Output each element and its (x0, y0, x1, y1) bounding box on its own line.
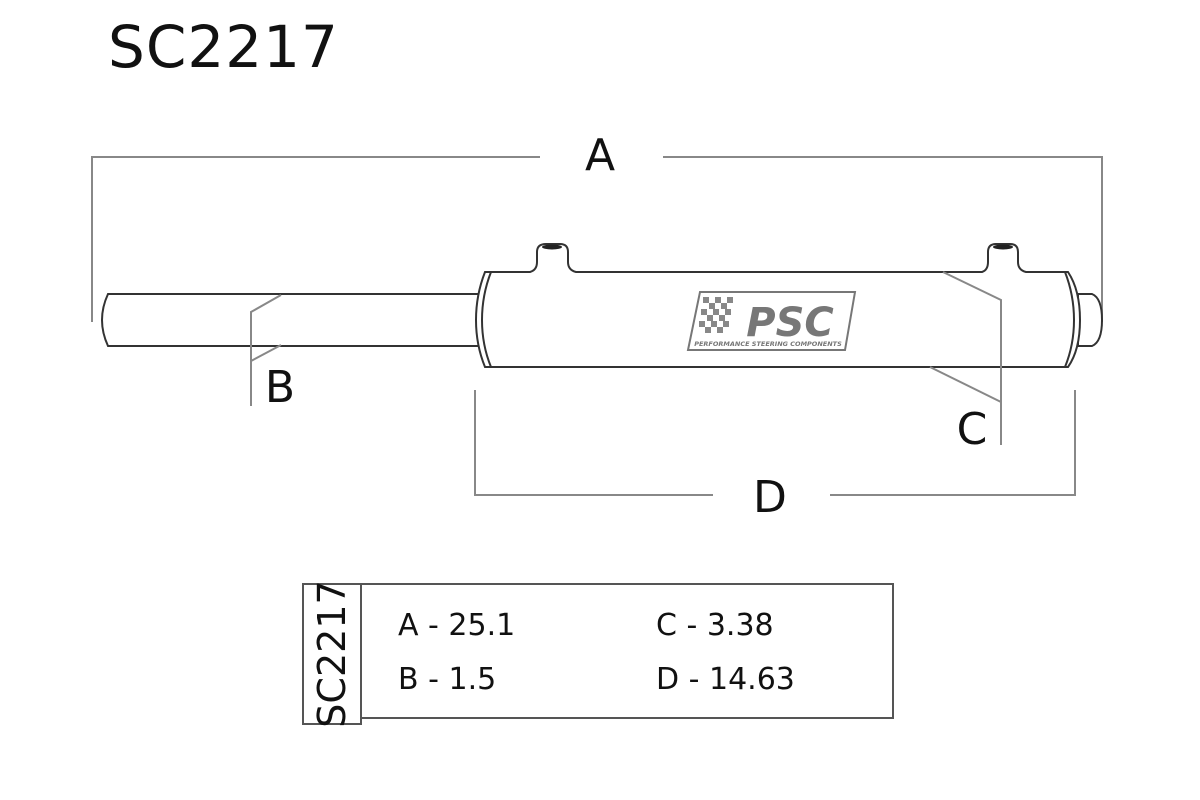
dimension-d-label: D (753, 472, 787, 523)
dimension-b-label: B (265, 362, 295, 413)
dimension-c (929, 271, 1002, 445)
spec-item-d: D - 14.63 (656, 662, 795, 697)
spec-item-b: B - 1.5 (398, 662, 497, 697)
spec-part-number-tab: SC2217 (302, 580, 362, 728)
psc-logo-subtitle: PERFORMANCE STEERING COMPONENTS (694, 340, 842, 348)
dimension-b (250, 294, 282, 406)
piston-rod (101, 293, 481, 347)
spec-part-number: SC2217 (310, 580, 354, 728)
psc-logo-text: PSC (746, 300, 833, 346)
dimension-a (91, 156, 1103, 322)
dimension-d (474, 390, 1076, 496)
part-number-title: SC2217 (108, 13, 339, 81)
psc-logo: PSC PERFORMANCE STEERING COMPONENTS (686, 291, 857, 351)
spec-item-c: C - 3.38 (656, 608, 774, 643)
dimension-c-label: C (957, 404, 988, 455)
dimension-a-label: A (585, 130, 615, 181)
spec-item-a: A - 25.1 (398, 608, 516, 643)
spec-table: A - 25.1 B - 1.5 C - 3.38 D - 14.63 (302, 583, 894, 719)
